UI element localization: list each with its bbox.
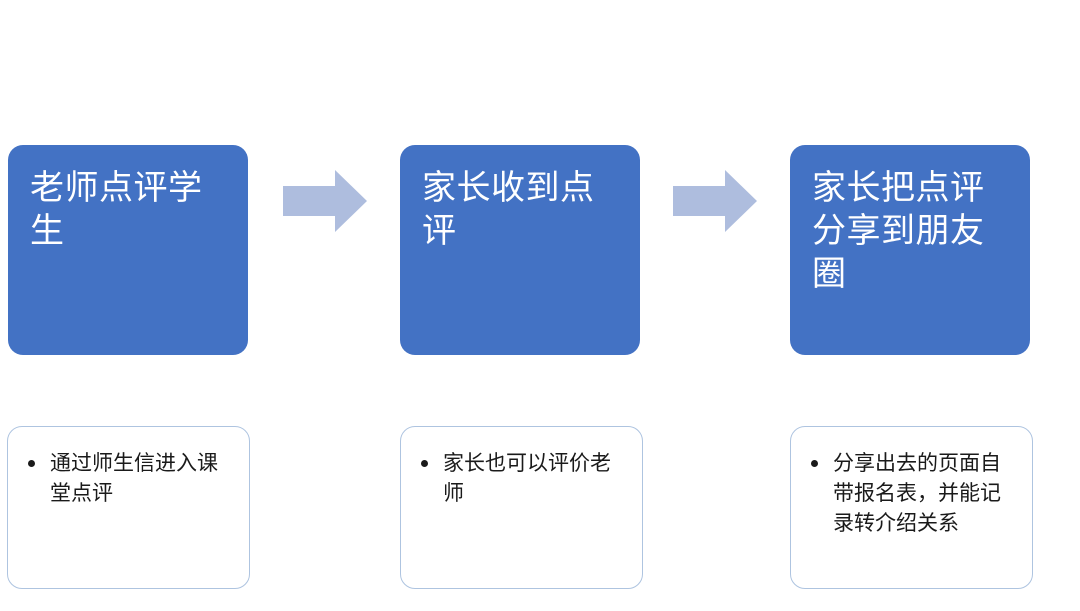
process-step-2-notes: 家长也可以评价老师 xyxy=(400,426,643,589)
note-list: 分享出去的页面自带报名表，并能记录转介绍关系 xyxy=(805,449,1018,538)
flow-connector-1 xyxy=(283,170,367,232)
list-item: 分享出去的页面自带报名表，并能记录转介绍关系 xyxy=(805,449,1018,538)
process-step-1-notes: 通过师生信进入课堂点评 xyxy=(7,426,250,589)
process-step-3-label: 家长把点评分享到朋友圈 xyxy=(812,169,985,293)
process-step-1[interactable]: 老师点评学生 xyxy=(8,145,248,355)
arrow-right-icon xyxy=(673,170,757,232)
list-item: 通过师生信进入课堂点评 xyxy=(22,449,235,509)
process-step-1-label: 老师点评学生 xyxy=(30,169,203,250)
process-step-3-notes: 分享出去的页面自带报名表，并能记录转介绍关系 xyxy=(790,426,1033,589)
flow-connector-2 xyxy=(673,170,757,232)
note-list: 通过师生信进入课堂点评 xyxy=(22,449,235,509)
list-item: 家长也可以评价老师 xyxy=(415,449,628,509)
arrow-right-icon xyxy=(283,170,367,232)
note-list: 家长也可以评价老师 xyxy=(415,449,628,509)
process-step-2-label: 家长收到点评 xyxy=(422,169,595,250)
process-step-3[interactable]: 家长把点评分享到朋友圈 xyxy=(790,145,1030,355)
process-step-2[interactable]: 家长收到点评 xyxy=(400,145,640,355)
